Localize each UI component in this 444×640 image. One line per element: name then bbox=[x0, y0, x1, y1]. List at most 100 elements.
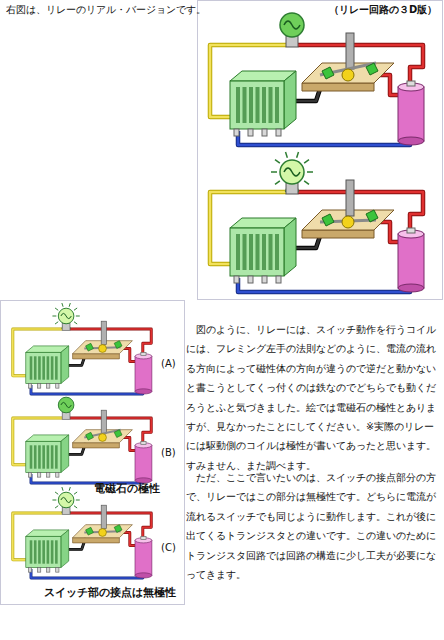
relay-coil bbox=[42, 540, 45, 563]
relay-pin bbox=[56, 568, 59, 573]
relay-side bbox=[284, 218, 296, 276]
relay-coil bbox=[47, 356, 50, 379]
light-ray bbox=[55, 308, 58, 310]
relay-pin bbox=[234, 276, 239, 283]
light-ray bbox=[304, 160, 309, 164]
relay-coil bbox=[51, 356, 54, 379]
relay-pin bbox=[56, 473, 59, 478]
bulb-filament bbox=[61, 402, 71, 407]
switch-terminal bbox=[114, 525, 122, 533]
relay-body bbox=[230, 81, 284, 129]
relay-coil bbox=[38, 540, 41, 563]
relay-pin bbox=[47, 384, 50, 389]
switch-terminal bbox=[322, 67, 334, 79]
switch-base-side bbox=[73, 443, 120, 448]
relay-coil bbox=[47, 540, 50, 563]
switch-post bbox=[101, 410, 106, 433]
relay-coil bbox=[243, 87, 247, 123]
battery bbox=[135, 445, 152, 480]
light-ray bbox=[286, 152, 288, 158]
wire bbox=[70, 418, 151, 444]
figure-panel bbox=[1, 301, 185, 605]
relay-coil bbox=[55, 356, 58, 379]
relay-coil bbox=[34, 540, 37, 563]
relay-coil bbox=[269, 87, 273, 123]
relay-coil bbox=[42, 356, 45, 379]
relay-body bbox=[26, 536, 61, 567]
switch-terminal bbox=[86, 527, 94, 535]
switch-contact bbox=[342, 69, 354, 81]
battery-bottom bbox=[135, 389, 152, 394]
wire-outline bbox=[298, 45, 423, 85]
bulb-filament bbox=[61, 497, 71, 502]
light-ray bbox=[271, 171, 277, 173]
relay-coil bbox=[269, 234, 273, 270]
relay-coil bbox=[51, 540, 54, 563]
wire-outline bbox=[298, 192, 423, 232]
figure-label: (A) bbox=[161, 358, 176, 371]
relay-coil bbox=[275, 234, 279, 270]
relay-pin bbox=[47, 473, 50, 478]
callout-text: スイッチ部の接点は無極性 bbox=[44, 586, 176, 600]
light-ray bbox=[74, 506, 77, 508]
switch-base-side bbox=[302, 230, 374, 238]
light-ray bbox=[55, 506, 58, 508]
relay-pin bbox=[28, 568, 31, 573]
wire bbox=[70, 513, 151, 539]
light-ray bbox=[62, 303, 63, 307]
relay-pin bbox=[248, 276, 253, 283]
light-ray bbox=[297, 152, 299, 158]
bulb-filament bbox=[61, 313, 71, 318]
figure-label: (B) bbox=[161, 447, 176, 460]
relay-pin bbox=[28, 384, 31, 389]
light-ray bbox=[275, 160, 280, 164]
battery-terminal bbox=[141, 536, 146, 539]
relay-pin bbox=[276, 276, 281, 283]
battery-bottom bbox=[398, 284, 424, 292]
bulb-filament bbox=[284, 168, 300, 176]
relay-coil bbox=[34, 445, 37, 468]
light-ray bbox=[76, 500, 80, 501]
wire-outline bbox=[70, 513, 151, 539]
switch-contact bbox=[342, 216, 354, 228]
relay-coil bbox=[34, 356, 37, 379]
relay-coil bbox=[38, 445, 41, 468]
relay-pin bbox=[234, 129, 239, 136]
relay-circuit bbox=[13, 397, 152, 483]
relay-coil bbox=[55, 445, 58, 468]
relay-coil bbox=[256, 234, 260, 270]
bulb bbox=[58, 397, 74, 413]
relay-pin bbox=[38, 384, 41, 389]
body-paragraph: ただ、ここで言いたいのは、スイッチの接点部分の方で、リレーではこの部分は無極性で… bbox=[186, 468, 440, 584]
callout-text: 電磁石の極性 bbox=[94, 482, 160, 495]
relay-pin bbox=[38, 568, 41, 573]
relay-coil bbox=[51, 445, 54, 468]
relay-pin bbox=[276, 129, 281, 136]
relay-coil bbox=[236, 87, 240, 123]
relay-coil bbox=[55, 540, 58, 563]
relay-coil bbox=[256, 87, 260, 123]
bulb-filament bbox=[284, 21, 300, 29]
light-ray bbox=[69, 487, 70, 491]
relay-pin bbox=[262, 129, 267, 136]
battery bbox=[398, 234, 424, 288]
relay-pin bbox=[262, 276, 267, 283]
switch-base-side bbox=[73, 538, 120, 543]
switch-terminal bbox=[86, 343, 94, 351]
relay-coil bbox=[262, 234, 266, 270]
relay-circuit bbox=[13, 303, 152, 394]
light-ray bbox=[304, 181, 309, 185]
bulb bbox=[58, 492, 74, 508]
switch-terminal bbox=[114, 341, 122, 349]
light-ray bbox=[55, 322, 58, 324]
relay-circuit bbox=[210, 13, 424, 145]
switch-post bbox=[101, 321, 106, 344]
switch-post bbox=[101, 505, 106, 528]
relay-pin bbox=[248, 129, 253, 136]
switch-terminal bbox=[114, 430, 122, 438]
figure-panel bbox=[198, 1, 443, 300]
battery bbox=[135, 540, 152, 575]
light-ray bbox=[307, 171, 313, 173]
